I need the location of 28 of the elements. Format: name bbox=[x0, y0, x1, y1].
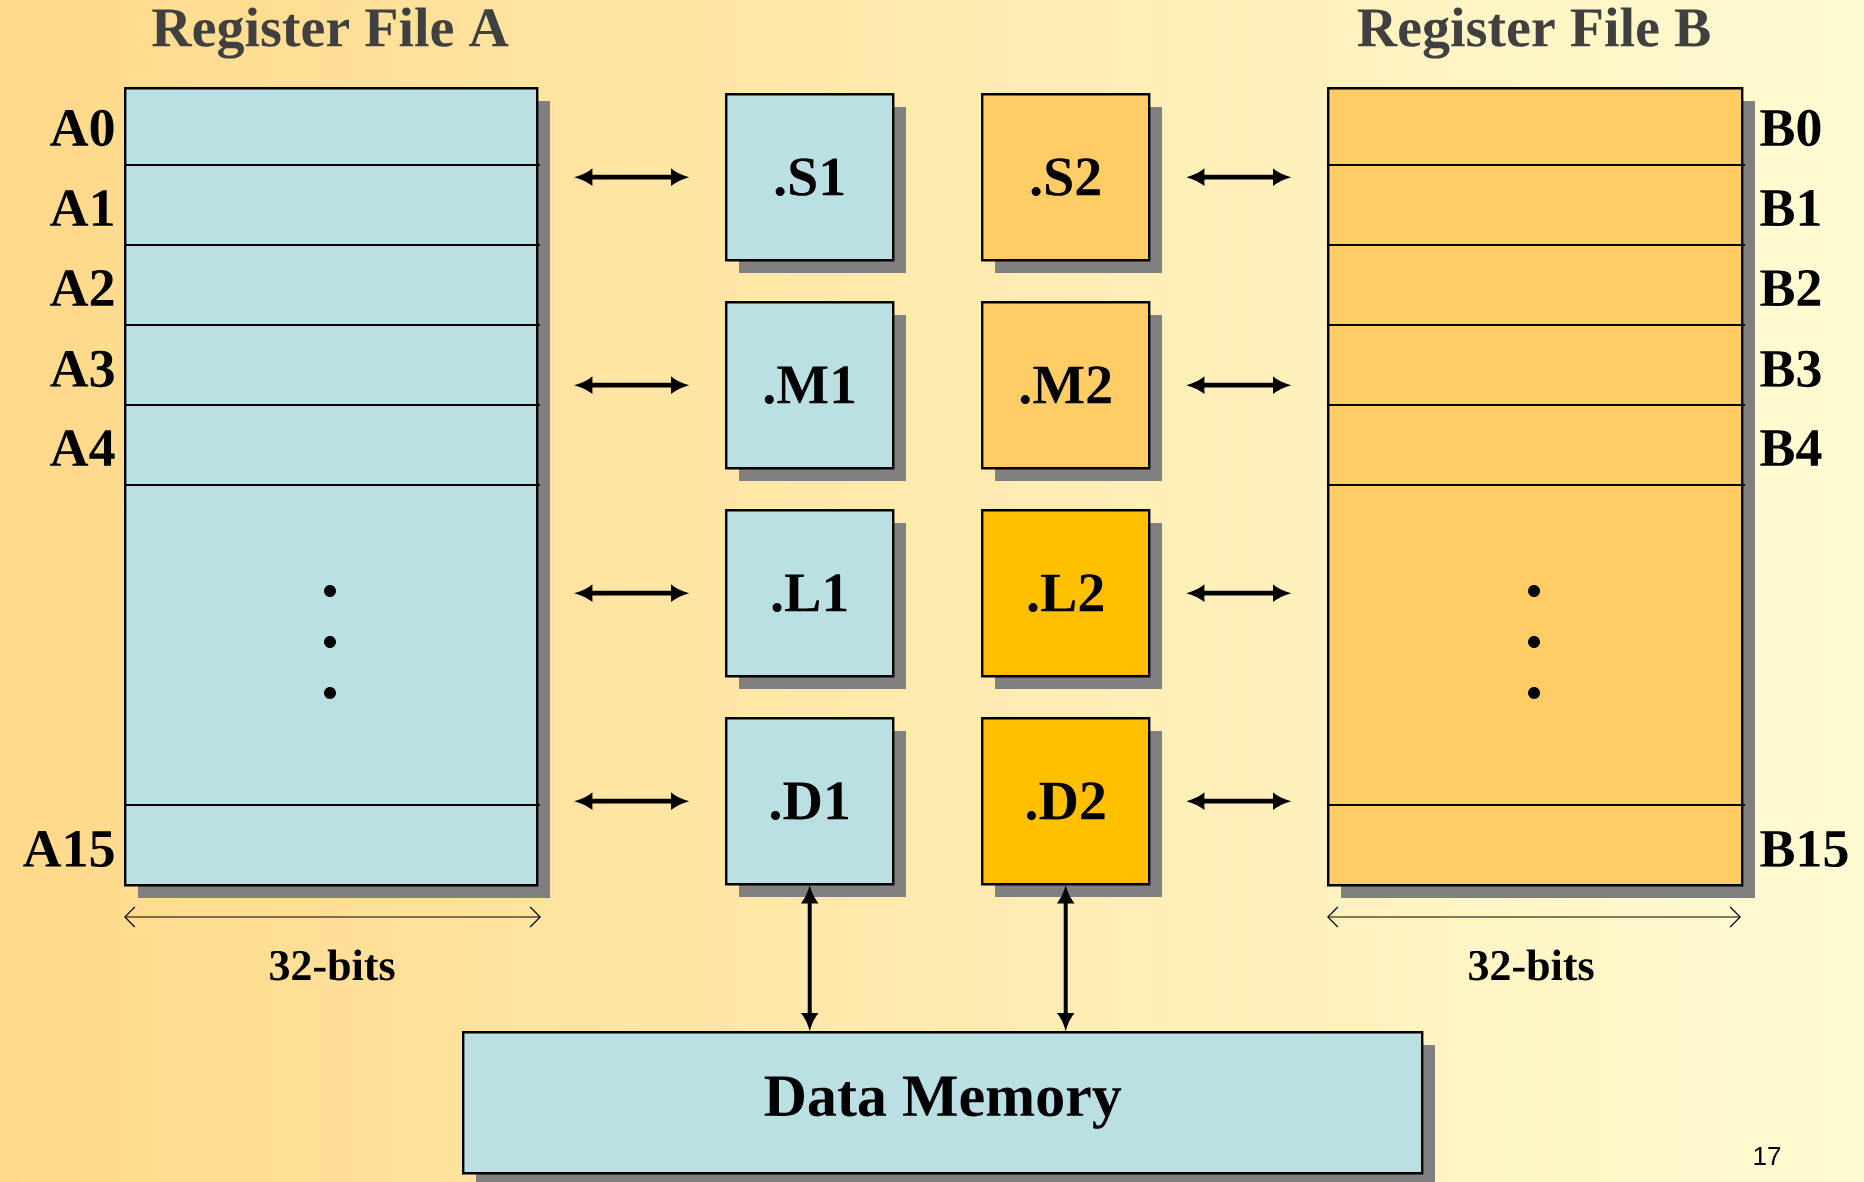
unit-box: .S2 bbox=[981, 93, 1162, 273]
register-label: B2 bbox=[1760, 270, 1821, 306]
memory-box: Data Memory bbox=[462, 1031, 1435, 1182]
register-file bbox=[123, 87, 550, 898]
register-label: A1 bbox=[50, 190, 113, 226]
register-label: B4 bbox=[1760, 430, 1822, 466]
register-file-title: Register File B bbox=[1357, 7, 1710, 59]
register-label: B1 bbox=[1760, 190, 1820, 226]
unit-box: .M2 bbox=[981, 301, 1162, 481]
unit-box: .D1 bbox=[725, 717, 906, 897]
unit-box: .S1 bbox=[725, 93, 906, 273]
register-label: A0 bbox=[50, 109, 114, 147]
register-label: A3 bbox=[50, 350, 114, 388]
register-label: A2 bbox=[50, 270, 114, 306]
unit-box: .M1 bbox=[725, 301, 906, 481]
register-file-title: Register File A bbox=[152, 7, 509, 59]
dimension-label: 32-bits bbox=[1469, 949, 1594, 981]
dimension-label: 32-bits bbox=[270, 949, 395, 981]
register-label: B15 bbox=[1760, 830, 1848, 868]
page-number: 17 bbox=[1754, 1147, 1781, 1165]
unit-box: .D2 bbox=[981, 717, 1162, 897]
register-label: A4 bbox=[50, 430, 115, 466]
register-file bbox=[1326, 87, 1755, 898]
register-label: A15 bbox=[23, 830, 114, 868]
unit-box: .L1 bbox=[725, 509, 906, 689]
register-label: B3 bbox=[1760, 350, 1821, 388]
register-label: B0 bbox=[1760, 109, 1821, 147]
unit-box: .L2 bbox=[981, 509, 1162, 689]
